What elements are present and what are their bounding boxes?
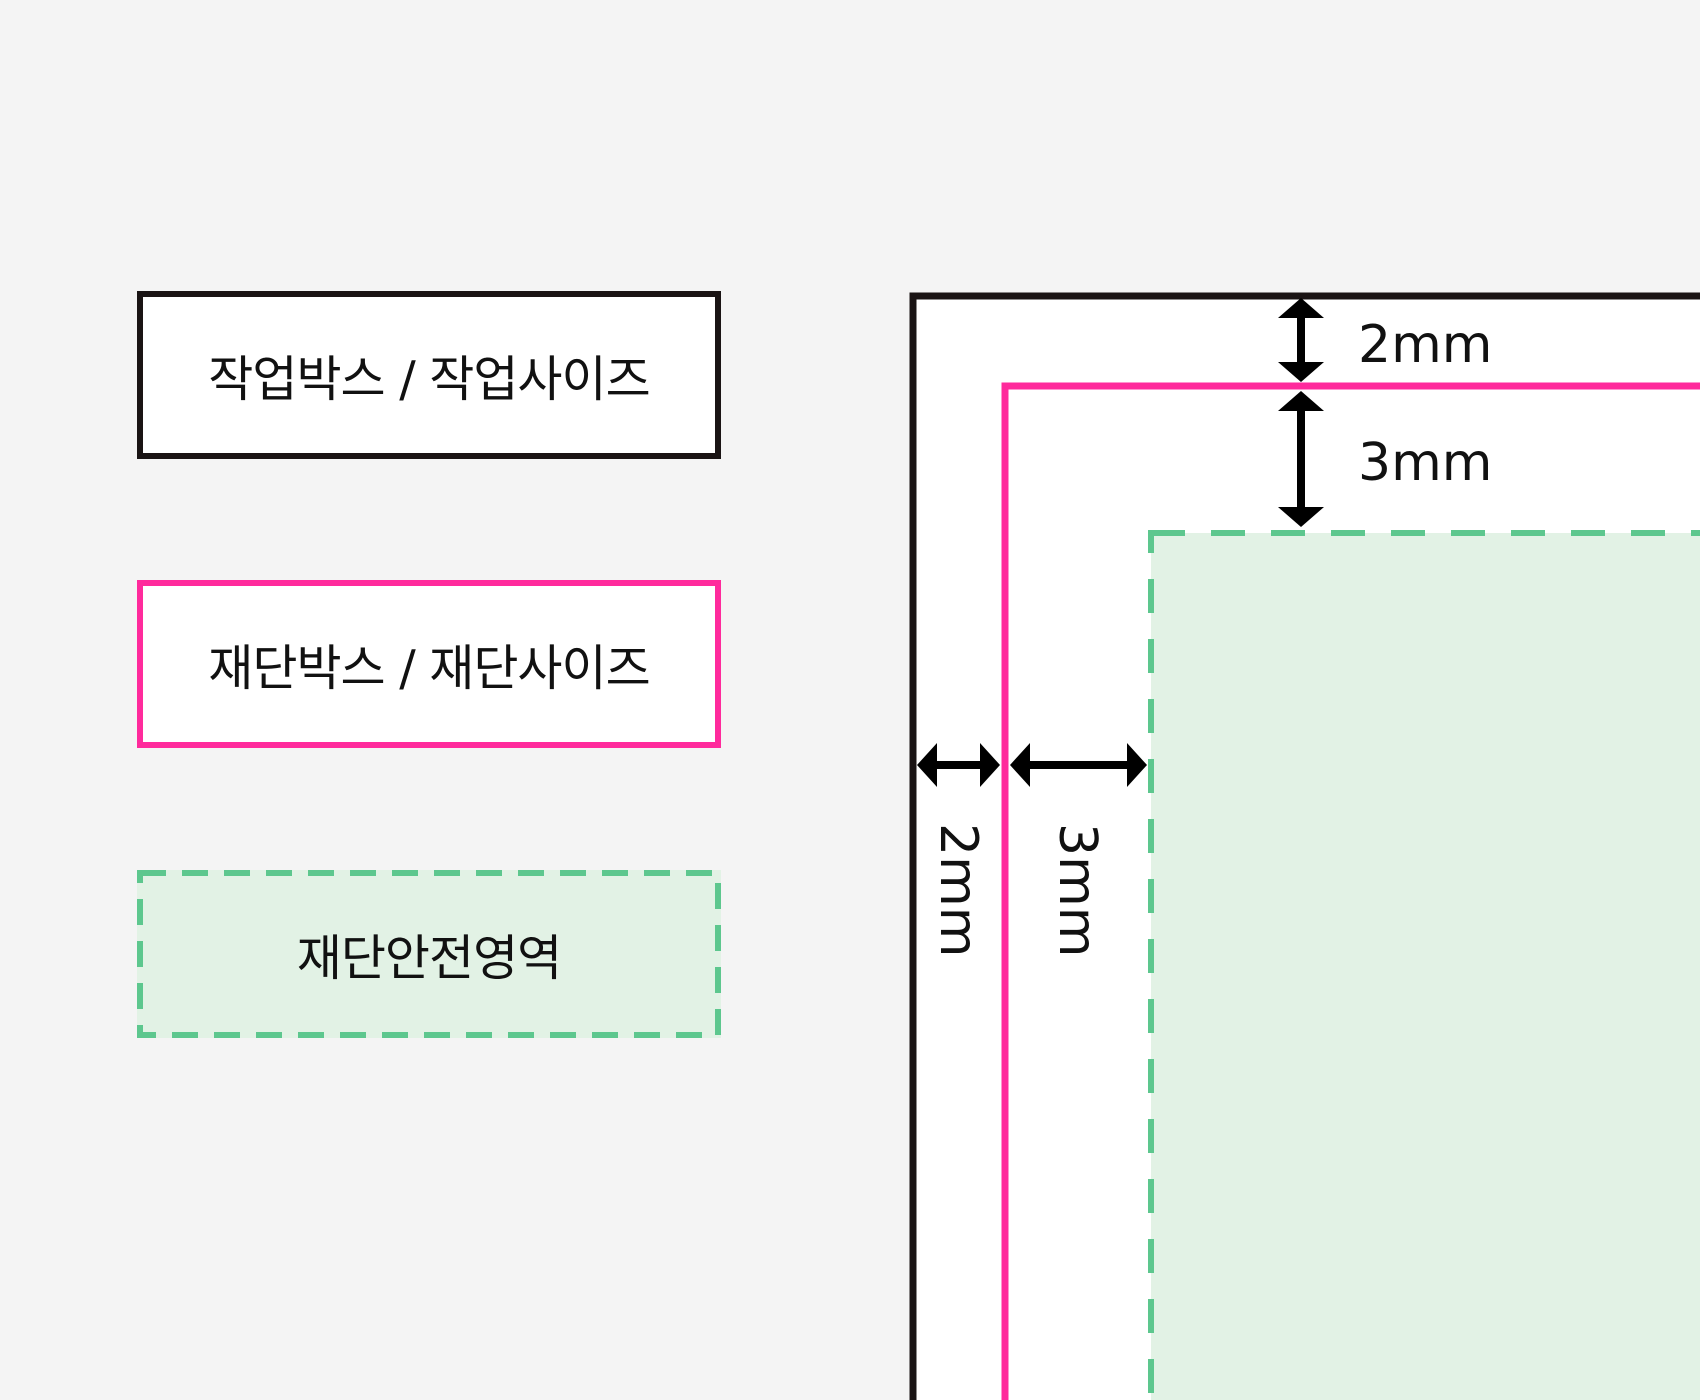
legend-trim-box-label: 재단박스 / 재단사이즈 (208, 639, 650, 697)
legend-trim-box: 재단박스 / 재단사이즈 (137, 580, 721, 748)
legend-work-box: 작업박스 / 작업사이즈 (137, 291, 721, 459)
left-safe-arrow (1010, 743, 1147, 787)
left-bleed-label: 2mm (928, 823, 988, 957)
legend-work-box-label: 작업박스 / 작업사이즈 (208, 350, 650, 408)
top-bleed-label: 2mm (1358, 315, 1492, 375)
left-bleed-arrow (917, 743, 1000, 787)
left-safe-label: 3mm (1047, 823, 1107, 957)
top-bleed-arrow (1278, 298, 1324, 382)
trim-line (1001, 382, 1700, 1400)
top-safe-arrow (1278, 391, 1324, 527)
top-safe-label: 3mm (1358, 433, 1492, 493)
safe-area (1148, 530, 1700, 1400)
legend-safe-area-label: 재단안전영역 (296, 929, 562, 987)
